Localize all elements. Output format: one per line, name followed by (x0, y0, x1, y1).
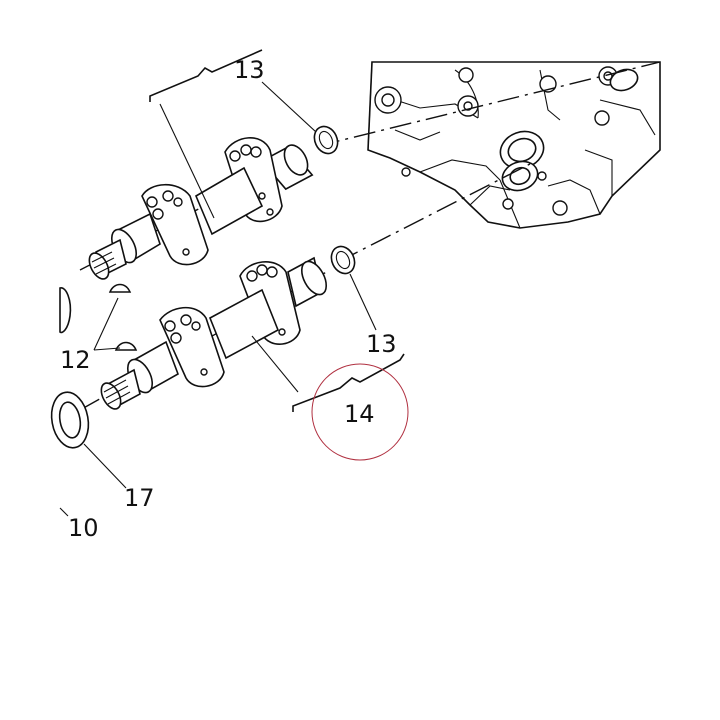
leader-12-a (93, 297, 119, 351)
brace-lower (292, 353, 405, 412)
axis-line-upper (317, 61, 661, 147)
leader-13-bottom (349, 273, 377, 331)
leader-12-b (93, 347, 121, 351)
o-ring-lower (330, 245, 356, 275)
leader-17 (83, 443, 127, 489)
callout-12: 12 (60, 346, 91, 374)
o-ring-upper (313, 125, 339, 155)
camshaft-lower (100, 256, 328, 410)
highlight-circle (311, 363, 409, 461)
seal-lower-left-part-17 (50, 391, 90, 449)
brace-upper (149, 49, 263, 102)
leader-brace-lower (251, 335, 299, 393)
leader-10 (59, 507, 69, 517)
camshaft-upper (88, 137, 314, 280)
woodruff-key-upper (108, 283, 132, 293)
callout-14: 14 (344, 400, 375, 428)
callout-13-top: 13 (234, 56, 265, 84)
leader-brace-upper (159, 103, 215, 219)
callout-10: 10 (68, 514, 99, 542)
engine-block (367, 61, 661, 229)
leader-13-top (261, 81, 317, 133)
woodruff-key-lower (114, 341, 138, 351)
callout-17: 17 (124, 484, 155, 512)
callout-13-bottom: 13 (366, 330, 397, 358)
seal-upper-left (59, 287, 72, 334)
